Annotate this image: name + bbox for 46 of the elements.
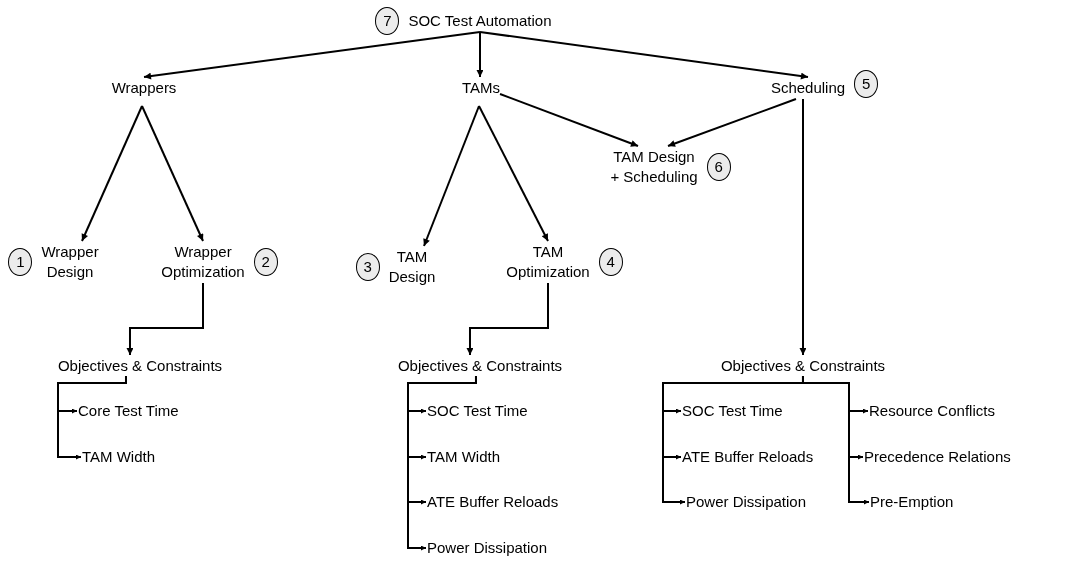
arrow	[143, 31, 481, 80]
arrow	[57, 375, 127, 460]
step-number-circle: 7	[375, 7, 400, 35]
node-label: ATE Buffer Reloads	[682, 447, 814, 467]
node-label: SOC Test Time	[427, 401, 528, 421]
step-number-circle: 2	[253, 248, 278, 276]
arrow	[423, 105, 480, 247]
node-label: Objectives & Constraints	[396, 356, 564, 376]
node-label: Precedence Relations	[864, 447, 1011, 467]
node-label: Power Dissipation	[686, 492, 807, 512]
step-number-circle: 6	[706, 153, 731, 181]
step-number-circle: 5	[854, 70, 879, 98]
arrow	[479, 31, 809, 80]
arrow	[499, 93, 639, 147]
step-number-circle: 1	[8, 248, 33, 276]
node-label: TAM Width	[427, 447, 501, 467]
arrow	[407, 375, 477, 551]
node-label: SOC Test Time	[682, 401, 783, 421]
step-number-circle: 4	[598, 248, 623, 276]
node-label: TAM Design + Scheduling	[609, 147, 699, 187]
arrow	[476, 31, 484, 78]
node-label: Scheduling	[769, 78, 847, 98]
node-label: TAM Width	[82, 447, 156, 467]
node-label: Objectives & Constraints	[719, 356, 887, 376]
node-label: SOC Test Automation	[407, 11, 553, 31]
arrow	[466, 282, 549, 356]
node-label: TAM Optimization	[505, 242, 591, 282]
arrow	[799, 98, 807, 356]
arrow	[667, 98, 797, 147]
node-label: Wrapper Design	[40, 242, 100, 282]
arrow	[141, 105, 204, 242]
node-label: Power Dissipation	[427, 538, 548, 558]
node-label: TAM Design	[387, 247, 437, 287]
arrow	[478, 105, 549, 242]
node-label: Pre-Emption	[870, 492, 954, 512]
node-label: Wrapper Optimization	[160, 242, 246, 282]
arrow	[802, 375, 870, 505]
node-label: Objectives & Constraints	[56, 356, 224, 376]
step-number-circle: 3	[355, 253, 380, 281]
arrow	[126, 282, 204, 356]
node-label: TAMs	[460, 78, 502, 98]
node-label: Resource Conflicts	[869, 401, 995, 421]
node-label: Core Test Time	[78, 401, 179, 421]
node-label: ATE Buffer Reloads	[427, 492, 559, 512]
arrow	[81, 105, 143, 242]
node-label: Wrappers	[110, 78, 178, 98]
